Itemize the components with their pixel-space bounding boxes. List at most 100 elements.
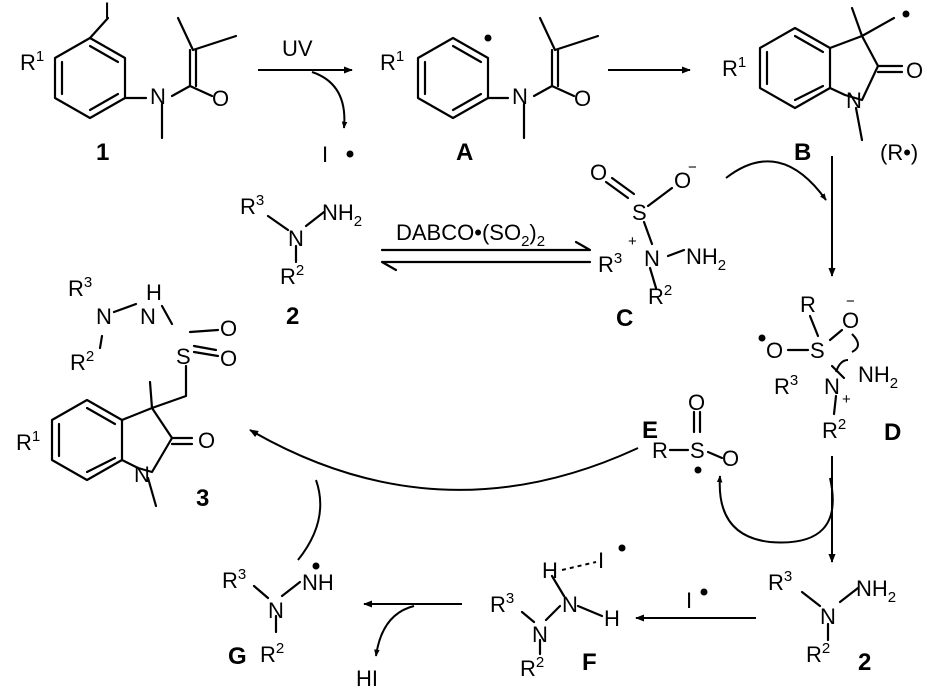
radical-G: R3 N NH R2 G <box>222 562 334 670</box>
uv-label: UV <box>282 36 313 61</box>
radical-coupling-arrow <box>249 429 639 491</box>
sulfur-atom: S <box>690 438 705 463</box>
nh2-label: NH2 <box>322 200 362 230</box>
radical-G-label: G <box>228 643 247 670</box>
sulfur-atom: S <box>810 338 825 363</box>
nh-atom: N <box>562 592 578 617</box>
electron-arrow <box>851 333 859 353</box>
r2-label: R2 <box>280 262 304 289</box>
aryl-radical-dot <box>484 34 492 42</box>
product-3: R1 O N S O O N H N R3 R2 3 <box>16 274 237 512</box>
ammonium-n-atom: N <box>824 374 840 399</box>
sulfonyl-o-atom: O <box>722 446 739 471</box>
sulfonyl-o-atom: O <box>220 346 237 371</box>
lactam-n-atom: N <box>134 462 150 487</box>
iodine-radical-dot <box>618 544 626 552</box>
aminyl-radical-dot <box>312 562 320 570</box>
hat-step: I <box>635 588 756 622</box>
complex-F: R3 N N H H I R2 F <box>490 544 626 681</box>
r3-label: R3 <box>768 568 792 595</box>
compound-2-label: 2 <box>286 303 299 330</box>
r3-label: R3 <box>68 274 92 301</box>
hydrazine-n-atom: N <box>268 598 284 623</box>
iodo-atom: I <box>104 0 110 23</box>
r3-label: R3 <box>774 372 798 399</box>
radical-E-label: E <box>642 417 658 444</box>
h-atom: H <box>542 558 558 583</box>
adduct-C: O S O − + R3 N NH2 R2 C <box>590 159 726 332</box>
intermediate-D: O S R O − NH2 R3 N + R2 D <box>758 292 901 446</box>
sulfonyl-release-arrow <box>716 475 834 544</box>
adduct-C-label: C <box>616 305 633 332</box>
r2-label: R2 <box>260 640 284 667</box>
oxyl-o-atom: O <box>766 338 783 363</box>
lactam-n-atom: N <box>846 88 862 113</box>
positive-charge: + <box>628 233 637 250</box>
nh-atom: N <box>140 304 156 329</box>
hi-label: HI <box>356 666 378 691</box>
hydrazine-n-atom: N <box>96 304 112 329</box>
nh2-label: NH2 <box>858 362 898 392</box>
lactam-o-atom: O <box>906 58 923 83</box>
nh2-label: NH2 <box>686 244 726 274</box>
r-label: R <box>800 292 816 317</box>
tertiary-radical-dot <box>902 10 910 18</box>
r3-label: R3 <box>240 192 264 219</box>
r2-label: R2 <box>806 640 830 667</box>
intermediate-B-label: B <box>794 139 811 166</box>
dabco-equilibrium: DABCO•(SO2)2 <box>380 220 592 272</box>
amide-n-atom: N <box>150 84 166 109</box>
negative-charge: − <box>688 159 697 176</box>
r3-label: R3 <box>222 566 246 593</box>
r1-label: R1 <box>20 48 44 75</box>
hydrazine-2-bottom: R3 N NH2 R2 2 <box>768 568 896 676</box>
anionic-o-atom: O <box>674 168 691 193</box>
positive-charge: + <box>842 391 851 408</box>
h-atom: H <box>146 280 162 305</box>
r-radical-label: (R•) <box>880 140 918 165</box>
r-label: R <box>652 438 668 463</box>
radical-dot <box>700 588 708 596</box>
compound-1: I R1 N O 1 <box>20 0 238 166</box>
sulfur-atom: S <box>176 344 191 369</box>
intermediate-D-label: D <box>884 419 901 446</box>
sulfonyl-o-atom: O <box>688 390 705 415</box>
amide-n-atom: N <box>512 84 528 109</box>
electron-arrow <box>835 359 849 373</box>
compound-2-label: 2 <box>858 649 871 676</box>
sulfonyl-radical-dot <box>694 466 702 474</box>
uv-step: UV I <box>258 36 354 167</box>
hydrazine-2-top: R3 N NH2 R2 2 <box>240 192 362 330</box>
sulfonyl-o-atom: O <box>220 316 237 341</box>
hydrazine-n-atom: N <box>288 226 304 251</box>
r3-label: R3 <box>598 250 622 277</box>
hydrazine-n-atom: N <box>532 622 548 647</box>
r3-label: R3 <box>490 590 514 617</box>
sulfonyl-o-atom: O <box>590 160 607 185</box>
intermediate-A: R1 N O A <box>380 16 600 166</box>
radical-E: R S O O E <box>642 390 739 474</box>
r2-label: R2 <box>648 282 672 309</box>
anionic-o-atom: O <box>842 308 859 333</box>
hi-elimination-step: HI <box>356 600 462 691</box>
carbonyl-o-atom: O <box>574 86 591 111</box>
g-participation-arrow <box>297 479 322 561</box>
iodine-radical-label: I <box>686 588 692 613</box>
r2-label: R2 <box>520 654 544 681</box>
hydrazine-n-atom: N <box>820 604 836 629</box>
radical-addition-arrow <box>725 160 827 201</box>
oxygen-radical-dot <box>758 334 766 342</box>
product-3-label: 3 <box>196 485 209 512</box>
lactam-o-atom: O <box>198 428 215 453</box>
nh2-label: NH2 <box>856 576 896 606</box>
r1-label: R1 <box>16 428 40 455</box>
nh-label: NH <box>302 570 334 595</box>
h-atom: H <box>604 606 620 631</box>
compound-1-label: 1 <box>96 139 109 166</box>
iodine-radical-label: I <box>322 142 328 167</box>
negative-charge: − <box>846 293 855 310</box>
r1-label: R1 <box>722 54 746 81</box>
carbonyl-o-atom: O <box>212 86 229 111</box>
dabco-label: DABCO•(SO2)2 <box>396 220 545 250</box>
